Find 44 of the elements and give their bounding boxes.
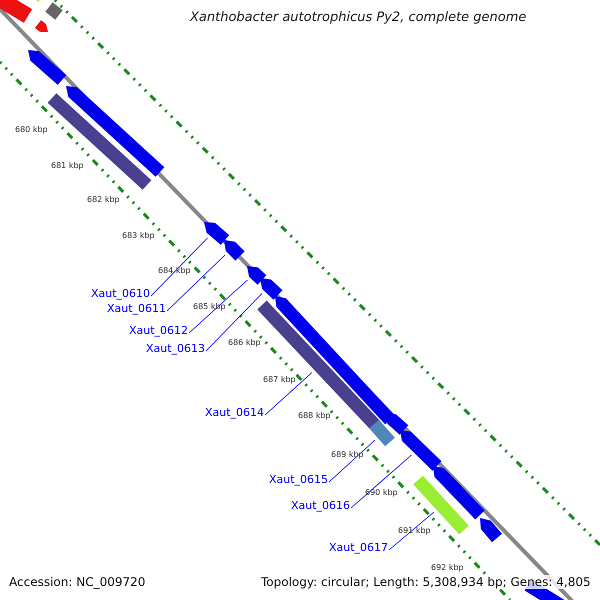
footer-text: Accession: NC_009720	[9, 575, 146, 589]
gene-label: Xaut_0613	[146, 342, 206, 355]
gene-feature	[480, 518, 502, 542]
gene-label: Xaut_0614	[205, 406, 264, 419]
scale-label: 687 kbp	[263, 375, 296, 385]
gene-label: Xaut_0615	[269, 473, 328, 486]
scale-label: 680 kbp	[15, 125, 48, 135]
gene-feature	[0, 0, 32, 23]
gene-feature	[369, 420, 395, 446]
leader-line	[166, 254, 226, 312]
scale-label: 692 kbp	[431, 563, 464, 573]
gene-feature	[224, 240, 245, 261]
gene-feature	[45, 2, 63, 20]
gene-label: Xaut_0612	[129, 324, 188, 337]
gene-feature	[413, 476, 469, 534]
gene-feature	[433, 466, 485, 520]
leader-line	[264, 372, 312, 416]
gene-label: Xaut_0616	[291, 499, 350, 512]
scale-label: 681 kbp	[51, 161, 84, 171]
gene-feature	[66, 86, 164, 177]
leader-line	[350, 454, 412, 508]
gene-feature	[385, 413, 408, 435]
gene-feature	[400, 430, 442, 471]
leader-line	[206, 293, 262, 352]
leader-line	[150, 238, 208, 296]
gene-label: Xaut_0611	[107, 302, 166, 315]
footer-text: Topology: circular; Length: 5,308,934 bp; Genes: 4,805	[261, 575, 591, 589]
scale-label: 688 kbp	[298, 411, 331, 421]
leader-line	[188, 280, 248, 334]
leader-line	[388, 512, 434, 550]
gene-feature	[204, 222, 230, 245]
gene-label: Xaut_0617	[329, 541, 388, 554]
gene-feature	[247, 266, 266, 285]
scale-label: 684 kbp	[158, 266, 191, 276]
scale-label: 682 kbp	[87, 195, 120, 205]
title: Xanthobacter autotrophicus Py2, complete genome	[190, 10, 526, 26]
gene-feature	[28, 50, 66, 85]
scale-label: 686 kbp	[228, 338, 261, 348]
scale-label: 683 kbp	[122, 231, 155, 241]
scale-label: 691 kbp	[398, 526, 431, 536]
gene-feature	[48, 93, 152, 190]
gene-feature	[34, 20, 48, 32]
gene-label: Xaut_0610	[91, 287, 150, 300]
leader-line	[328, 440, 376, 482]
